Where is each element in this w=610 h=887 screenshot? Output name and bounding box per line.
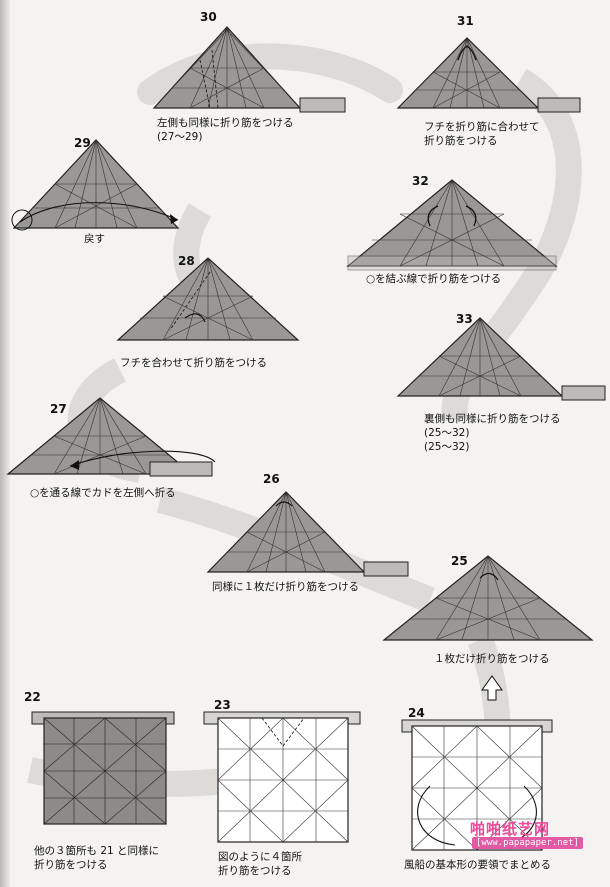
diagram-step-28 [118, 258, 298, 340]
caption-step-28: フチを合わせて折り筋をつける [120, 356, 267, 370]
step-number-31: 31 [457, 14, 474, 28]
step-number-28: 28 [178, 254, 195, 268]
caption-line: 風船の基本形の要領でまとめる [404, 858, 551, 872]
site-watermark: 啪啪纸艺网 [www.papapaper.net] [470, 818, 602, 854]
caption-step-30: 左側も同様に折り筋をつける (27〜29) [157, 116, 294, 144]
step-number-29: 29 [74, 136, 91, 150]
diagram-step-27 [8, 398, 215, 476]
caption-step-33: 裏側も同様に折り筋をつける (25〜32) (25〜32) [424, 412, 561, 454]
step-number-27: 27 [50, 402, 67, 416]
caption-line: 折り筋をつける [218, 864, 302, 878]
caption-line: 折り筋をつける [34, 858, 159, 872]
caption-line: (27〜29) [157, 130, 294, 144]
step-number-23: 23 [214, 698, 231, 712]
step-number-30: 30 [200, 10, 217, 24]
step-number-24: 24 [408, 706, 425, 720]
caption-step-29: 戻す [84, 232, 105, 246]
caption-line: (25〜32) [424, 426, 561, 440]
step-number-32: 32 [412, 174, 429, 188]
caption-line: 戻す [84, 232, 105, 246]
caption-step-27: ○を通る線でカドを左側へ折る [30, 486, 176, 500]
caption-line: ○を通る線でカドを左側へ折る [30, 486, 176, 500]
caption-step-22: 他の３箇所も 21 と同様に 折り筋をつける [34, 844, 159, 872]
caption-line: 同様に１枚だけ折り筋をつける [212, 580, 359, 594]
caption-line: 裏側も同様に折り筋をつける [424, 412, 561, 426]
caption-step-32: ○を結ぶ線で折り筋をつける [366, 272, 501, 286]
diagram-step-23 [204, 712, 360, 842]
caption-line: フチを折り筋に合わせて [424, 120, 540, 134]
caption-step-25: １枚だけ折り筋をつける [434, 652, 550, 666]
watermark-logo: 啪啪纸艺网 [470, 818, 550, 839]
diagram-step-31 [398, 38, 580, 112]
watermark-url: [www.papapaper.net] [472, 837, 583, 849]
caption-line: (25〜32) [424, 440, 561, 454]
caption-step-23: 図のように４箇所 折り筋をつける [218, 850, 302, 878]
caption-line: 左側も同様に折り筋をつける [157, 116, 294, 130]
diagram-step-29 [12, 140, 178, 230]
step-number-26: 26 [263, 472, 280, 486]
caption-line: フチを合わせて折り筋をつける [120, 356, 267, 370]
caption-line: １枚だけ折り筋をつける [434, 652, 550, 666]
caption-step-26: 同様に１枚だけ折り筋をつける [212, 580, 359, 594]
caption-line: 図のように４箇所 [218, 850, 302, 864]
caption-step-31: フチを折り筋に合わせて 折り筋をつける [424, 120, 540, 148]
caption-line: 折り筋をつける [424, 134, 540, 148]
caption-line: ○を結ぶ線で折り筋をつける [366, 272, 501, 286]
caption-line: 他の３箇所も 21 と同様に [34, 844, 159, 858]
diagram-step-22 [32, 712, 174, 824]
diagram-step-32 [348, 180, 556, 270]
step-number-25: 25 [451, 554, 468, 568]
step-number-33: 33 [456, 312, 473, 326]
step-number-22: 22 [24, 690, 41, 704]
caption-step-24: 風船の基本形の要領でまとめる [404, 858, 551, 872]
